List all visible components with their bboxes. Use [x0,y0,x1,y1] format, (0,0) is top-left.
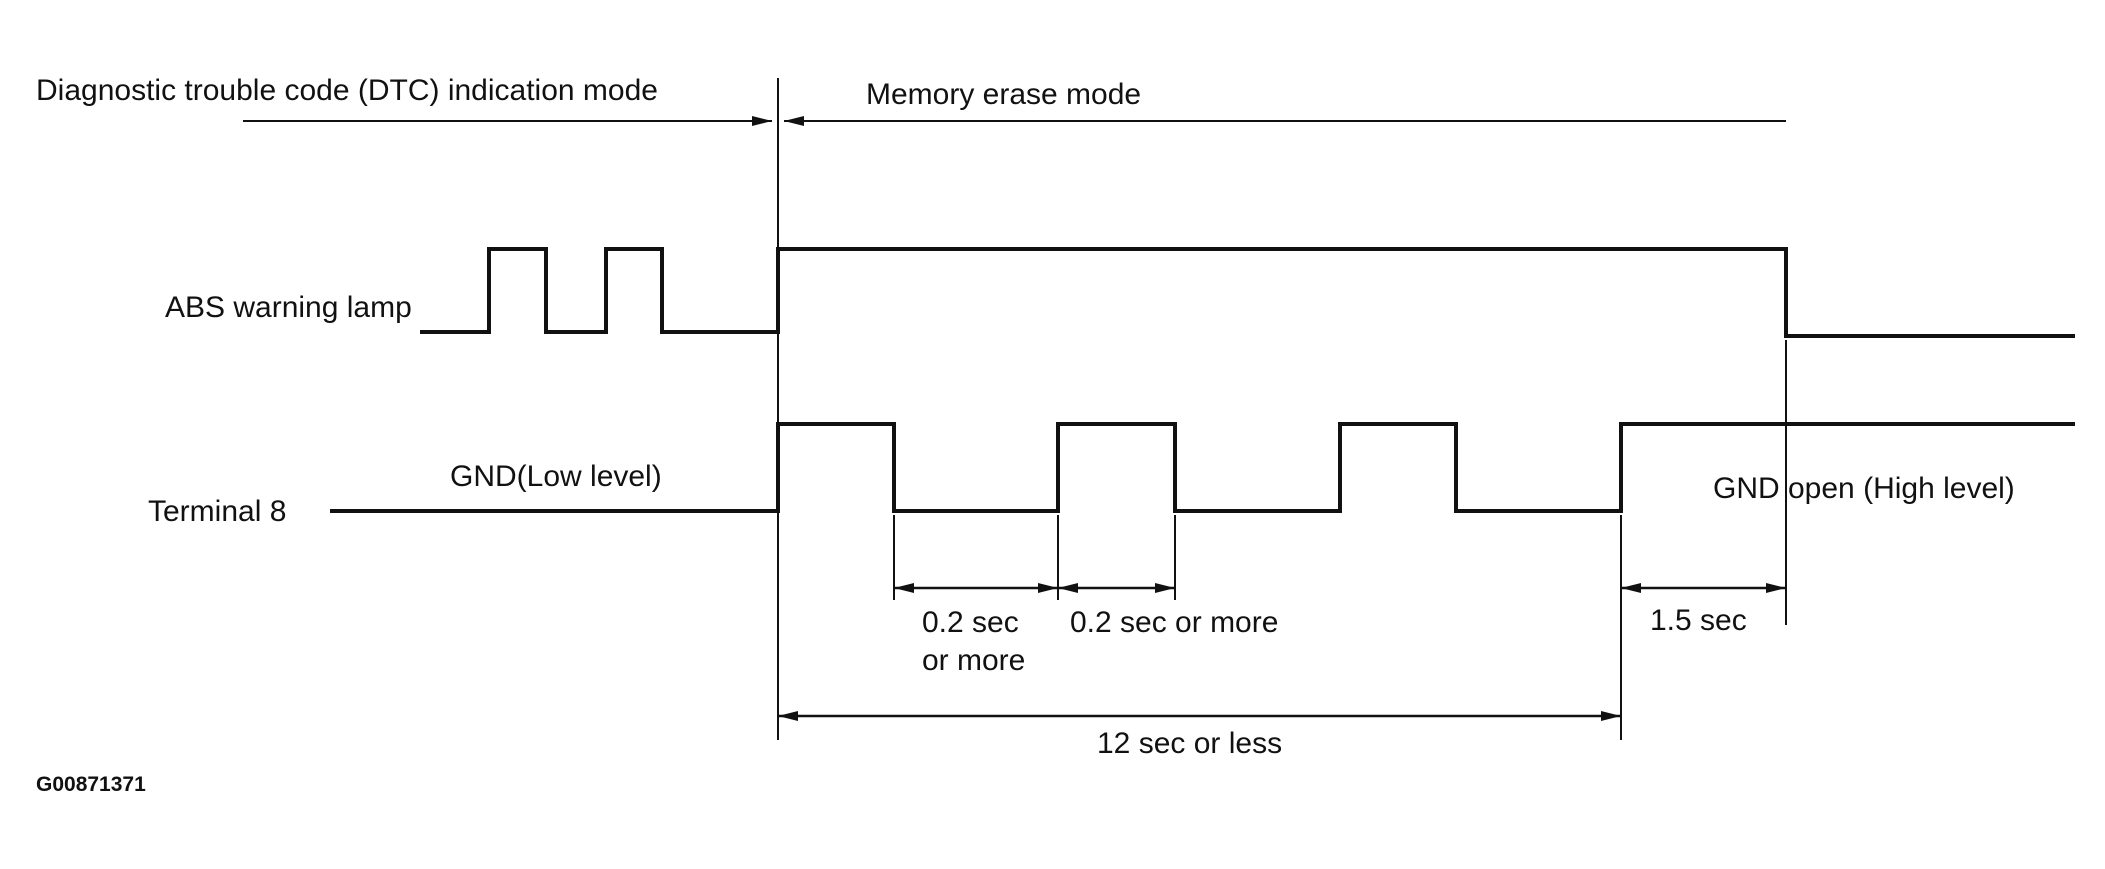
dtc-mode-label: Diagnostic trouble code (DTC) indication… [36,74,658,107]
high-time-label: 0.2 sec or more [1070,606,1278,639]
release-time-label: 1.5 sec [1650,604,1747,637]
low-time-label-line1: 0.2 sec [922,606,1019,639]
gnd-low-label: GND(Low level) [450,460,662,493]
total-time-label: 12 sec or less [1097,727,1282,760]
abs-lamp-label: ABS warning lamp [165,291,412,324]
terminal-label: Terminal 8 [148,495,286,528]
abs-lamp-waveform [420,247,2075,338]
low-time-label-line2: or more [922,644,1025,677]
erase-mode-label: Memory erase mode [866,78,1141,111]
gnd-open-label: GND open (High level) [1713,472,2015,505]
figure-code: G00871371 [36,773,146,796]
terminal-8-waveform [330,422,2075,513]
